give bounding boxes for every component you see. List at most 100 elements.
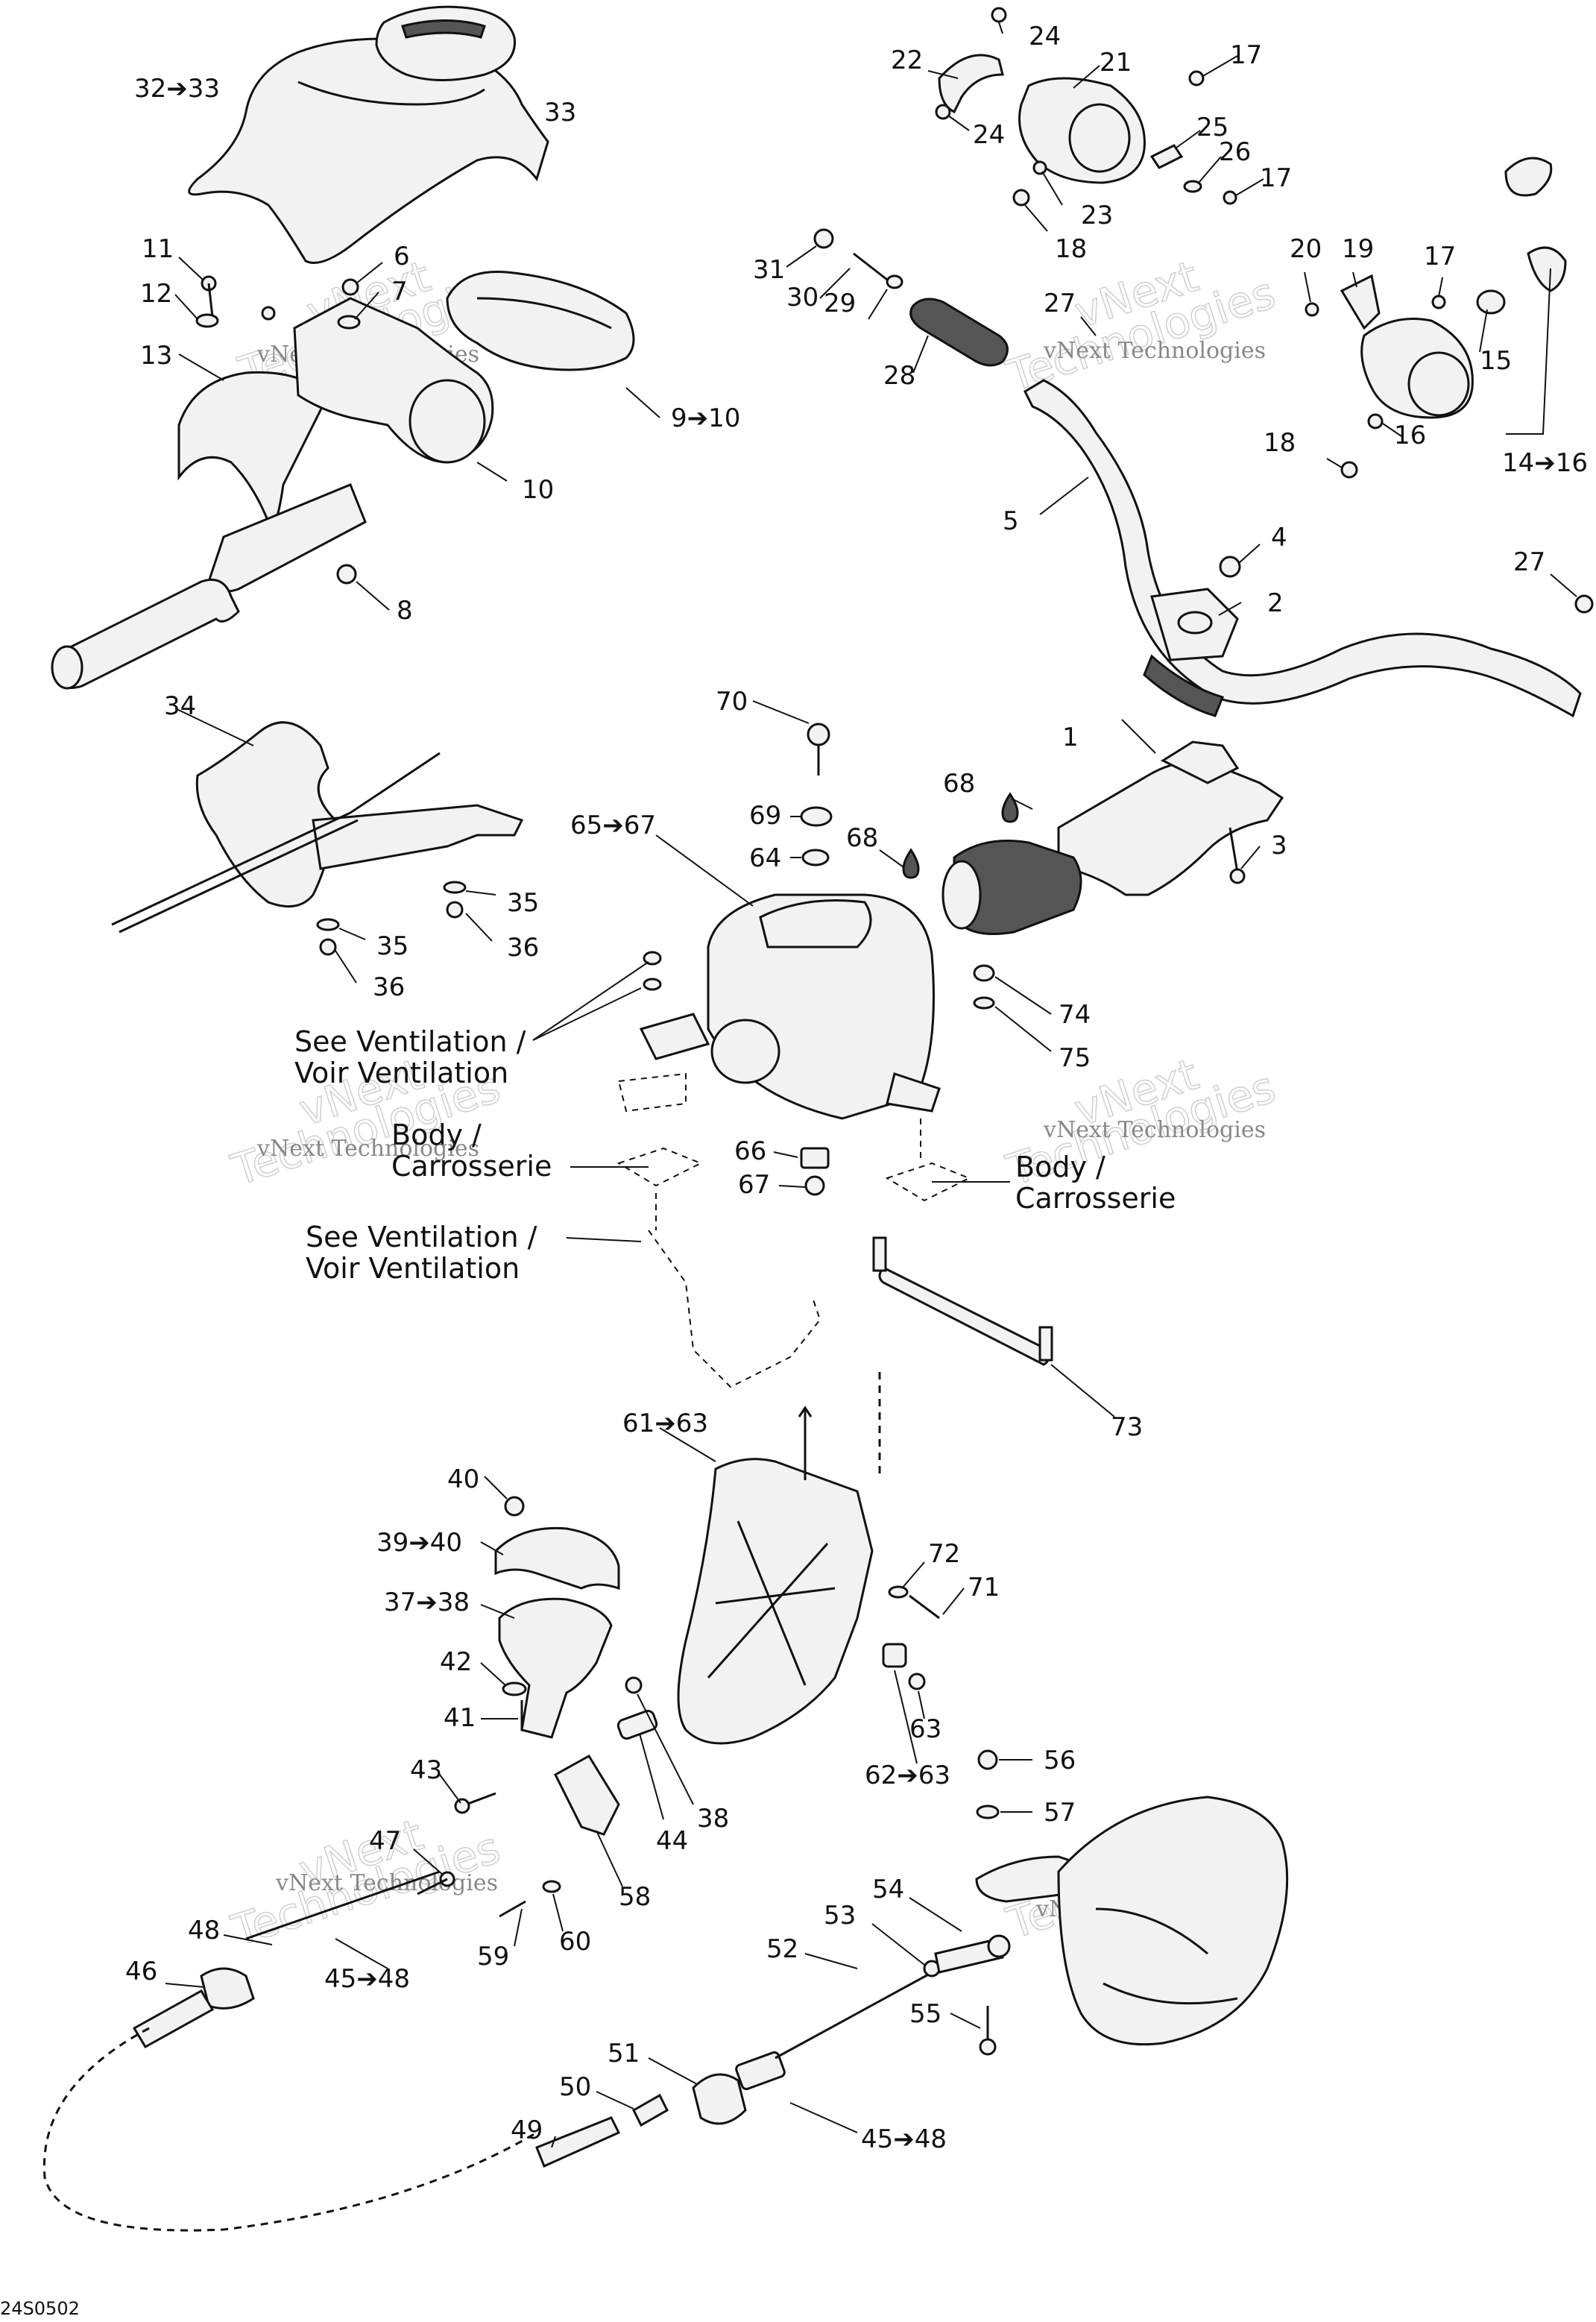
washer-part-38 <box>625 1676 643 1694</box>
callout-21: 21 <box>1100 48 1132 78</box>
callout-64: 64 <box>749 843 781 873</box>
callout-19: 19 <box>1342 234 1374 264</box>
callout-2: 2 <box>1267 588 1284 618</box>
grip-part-28 <box>909 298 1009 367</box>
screw-part-71 <box>909 1594 940 1620</box>
link-pin <box>1038 1326 1053 1362</box>
callout-22: 22 <box>891 45 923 75</box>
nut-part-4 <box>1219 556 1241 578</box>
cable-sleeve <box>132 1989 215 2049</box>
leader-13 <box>178 353 224 381</box>
leader-30 <box>819 268 851 299</box>
leader-37-38 <box>480 1604 515 1619</box>
screw-head-part-70 <box>807 723 830 746</box>
steering-cable-assembly <box>42 1870 1011 2232</box>
callout-58: 58 <box>619 1882 651 1912</box>
leader-61-63 <box>659 1427 716 1462</box>
cover-pad-seam <box>476 297 612 330</box>
bushing-part-15 <box>1476 289 1506 315</box>
leader-22 <box>927 70 959 79</box>
leader-31 <box>786 245 817 268</box>
callout-48: 48 <box>188 1916 220 1945</box>
nut-part-36 <box>446 901 464 919</box>
control-cover-opening <box>409 379 486 464</box>
handlebar-padding-assembly <box>188 5 549 264</box>
callout-18: 18 <box>1264 428 1296 458</box>
callout-5: 5 <box>1003 506 1019 536</box>
washer-part-75 <box>973 996 995 1010</box>
callout-36: 36 <box>373 972 405 1002</box>
leader-14-16 <box>1506 268 1551 435</box>
screw-part-6 <box>341 278 359 296</box>
pin-part-44 <box>616 1709 658 1740</box>
callout-40: 40 <box>447 1464 479 1494</box>
leader-ventilation-a2 <box>532 961 649 1041</box>
leader-58 <box>596 1830 623 1887</box>
plug-part-31 <box>813 228 834 249</box>
clamp-upper-part-39 <box>494 1526 620 1591</box>
cover-mount-tab-left <box>639 1013 710 1060</box>
callout-31: 31 <box>753 255 785 285</box>
ball-joint-part-54 <box>934 1937 1004 1974</box>
support-bracket-assembly <box>677 1372 940 1745</box>
washer-part-72 <box>888 1585 909 1599</box>
watermark-small-text: vNext Technologies <box>275 1870 498 1896</box>
jet-nozzle-assembly <box>975 1749 1289 2046</box>
callout-75: 75 <box>1059 1043 1091 1073</box>
note-body-left-line2: Carrosserie <box>391 1150 552 1183</box>
callout-13: 13 <box>140 341 172 371</box>
leader-20 <box>1304 271 1311 303</box>
screw-part-17 <box>1188 70 1205 86</box>
note-ventilation-b-line2: Voir Ventilation <box>306 1252 520 1285</box>
leader-36a <box>465 913 493 942</box>
switch-clip-part-22 <box>938 54 1004 114</box>
callout-10: 10 <box>522 475 554 505</box>
steering-linkage-assembly <box>872 1236 1053 1366</box>
nut-part-8 <box>336 564 357 585</box>
leader-26 <box>1198 156 1222 183</box>
washer-part-7 <box>337 315 361 330</box>
leader-27b <box>1550 573 1577 597</box>
lower-cover-part-34 <box>195 721 337 908</box>
leader-48 <box>223 1934 273 1945</box>
screw-part-30 <box>853 252 888 281</box>
callout-35: 35 <box>376 931 409 961</box>
leader-21 <box>1073 65 1100 89</box>
leader-68a <box>879 849 906 869</box>
leader-6 <box>356 262 383 284</box>
callout-63: 63 <box>909 1714 941 1744</box>
callout-53: 53 <box>824 1901 856 1931</box>
leader-lines <box>165 22 1577 2148</box>
lower-cover-bracket <box>312 804 524 870</box>
callout-57: 57 <box>1044 1798 1076 1828</box>
callout-45-48: 45➔48 <box>324 1964 410 1994</box>
callout-74: 74 <box>1059 1000 1091 1030</box>
leader-65-67 <box>655 834 754 907</box>
callout-56: 56 <box>1044 1746 1076 1775</box>
screw-head <box>1229 868 1246 884</box>
callout-72: 72 <box>928 1539 960 1569</box>
leader-34 <box>174 708 254 746</box>
callout-16: 16 <box>1394 421 1426 450</box>
leader-52 <box>804 1953 858 1969</box>
leader-ventilation-a <box>532 987 642 1041</box>
screw-part-3 <box>1228 827 1239 873</box>
switch-clip-part-19 <box>1340 274 1381 330</box>
callout-55: 55 <box>909 1999 941 2029</box>
callout-41: 41 <box>444 1703 476 1733</box>
screw-shank <box>207 283 214 318</box>
leader-60 <box>552 1893 564 1932</box>
screw-part <box>261 306 276 321</box>
callout-68: 68 <box>846 823 878 853</box>
nut-part-23 <box>1032 160 1047 175</box>
callout-33: 33 <box>544 98 576 128</box>
cable-rod-52 <box>775 1967 940 2060</box>
cover-mount-tab-right <box>886 1072 941 1113</box>
callout-71: 71 <box>968 1573 1000 1602</box>
callout-23: 23 <box>1081 201 1113 230</box>
leader-51 <box>648 2057 698 2085</box>
nut-part-40 <box>504 1496 525 1517</box>
leader-38 <box>637 1693 694 1805</box>
callout-61-63: 61➔63 <box>622 1409 708 1438</box>
